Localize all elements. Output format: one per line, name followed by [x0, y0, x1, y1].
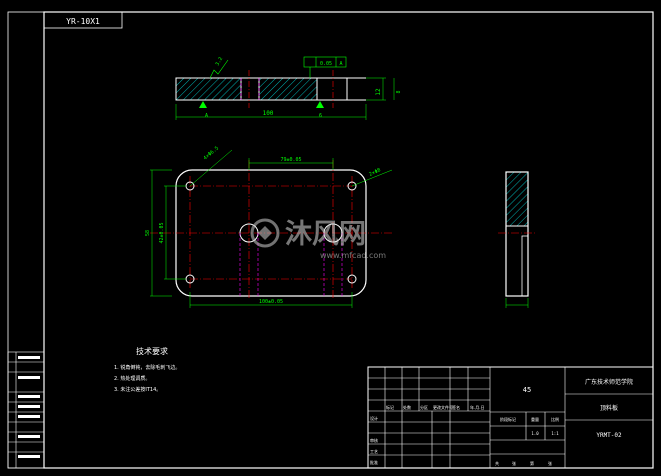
- datum-ref: A: [339, 61, 342, 67]
- flatness-frame: [303, 56, 347, 68]
- tech-req-item-3: 3. 未注公差按IT14。: [114, 386, 161, 393]
- tb-sheet-index: 第: [530, 460, 534, 466]
- tech-req-item-1: 1. 锐角倒钝，去除毛刺飞边。: [114, 364, 180, 371]
- tb-header-date: 年.月.日: [470, 404, 485, 410]
- note-large-holes: 2×Φ8: [368, 167, 381, 178]
- tb-scale-value: 1:1: [551, 431, 559, 436]
- technical-requirements: 技术要求 1. 锐角倒钝，去除毛刺飞边。 2. 热处理调质。 3. 未注公差按I…: [114, 346, 180, 393]
- tb-header-signature: 签名: [452, 404, 460, 410]
- tb-scale-label: 比例: [551, 416, 559, 422]
- watermark: 沐风网 www.mfcad.com: [250, 218, 386, 260]
- dim-section-a: 6: [319, 113, 322, 119]
- dim-overall-length: 100: [263, 110, 274, 117]
- title-block-text: 标记 处数 分区 更改文件号 签名 年.月.日 设计 审核 工艺 批准 45 广…: [370, 378, 633, 466]
- note-small-holes: 4×Φ6.5: [202, 145, 220, 161]
- dim-vertical-spacing: 42±0.05: [159, 222, 165, 243]
- surface-finish-value: 3.2: [215, 56, 225, 67]
- surface-finish-symbol: [209, 59, 229, 79]
- top-section-view: 100 12 8 0.05 A 3.2 A 6: [175, 56, 402, 120]
- tb-part-name: 顶料板: [600, 404, 618, 412]
- tb-header-count: 处数: [403, 404, 411, 410]
- tb-sheet-unit-2: 张: [548, 460, 552, 466]
- tb-row-process: 工艺: [370, 449, 378, 454]
- drawing-code: YR-10X1: [66, 17, 100, 26]
- hole-top-right: [347, 181, 357, 191]
- tb-organization: 广东技术师范学院: [585, 378, 633, 386]
- tb-sheet-total: 共: [495, 460, 499, 466]
- tech-req-heading: 技术要求: [136, 346, 168, 356]
- tb-header-change-doc: 更改文件号: [433, 404, 453, 410]
- hole-bottom-right: [347, 274, 357, 284]
- watermark-text: 沐风网: [285, 219, 366, 250]
- tb-row-design: 设计: [370, 415, 378, 421]
- dim-section-b: 8: [396, 90, 402, 93]
- dim-hole-spacing-top: 79±0.05: [280, 157, 301, 163]
- tb-drawing-number: YRMT-02: [596, 432, 622, 439]
- dim-overall-height: 58: [145, 230, 151, 236]
- side-view: [498, 171, 536, 308]
- datum-triangle-left: [199, 101, 207, 108]
- tb-row-review: 审核: [370, 437, 378, 443]
- tb-weight-value: 1.0: [531, 431, 539, 436]
- left-sidebar-table: [7, 351, 45, 469]
- tb-header-mark: 标记: [386, 404, 394, 410]
- drawing-code-box: YR-10X1: [43, 11, 123, 29]
- dim-hole-spacing-bottom: 100±0.05: [259, 299, 283, 305]
- datum-triangle-right: [316, 101, 324, 108]
- tb-stage-label: 阶段标记: [500, 416, 516, 422]
- datum-label-left: A: [205, 113, 208, 119]
- dim-thickness: 12: [375, 88, 382, 96]
- watermark-logo-icon: [250, 218, 280, 248]
- title-block: [367, 366, 654, 469]
- tb-row-approve: 批准: [370, 459, 378, 465]
- tb-header-zone: 分区: [420, 404, 428, 410]
- flatness-tolerance: 0.05: [320, 61, 332, 67]
- tb-material: 45: [523, 386, 531, 394]
- tb-sheet-unit-1: 张: [512, 460, 516, 466]
- tb-weight-label: 重量: [531, 416, 539, 422]
- tech-req-item-2: 2. 热处理调质。: [114, 375, 150, 382]
- inner-frame: [43, 11, 654, 469]
- watermark-url: www.mfcad.com: [320, 251, 386, 260]
